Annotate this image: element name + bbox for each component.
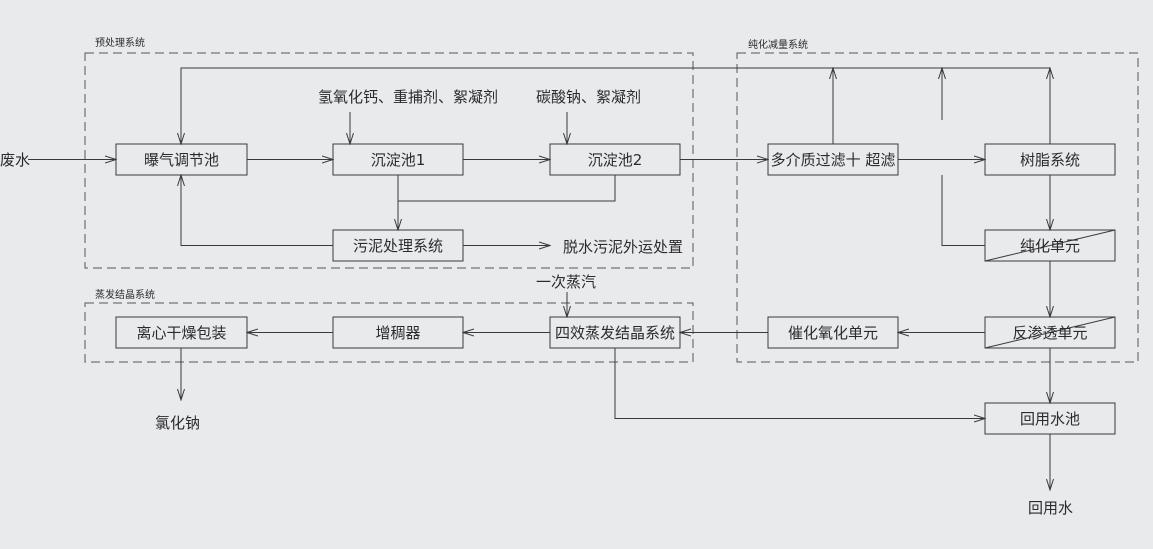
evaporation-crystallizer: 四效蒸发结晶系统: [549, 316, 681, 349]
filtration-unit: 多介质过滤十 超滤: [767, 143, 899, 176]
pretreatment-system-label: 预处理系统: [95, 36, 145, 49]
primary-steam-label: 一次蒸汽: [536, 273, 596, 291]
pretreatment-system-boundary: [84, 52, 694, 269]
settling-tank-1-label: 沉淀池1: [371, 151, 426, 169]
wastewater-label: 废水: [0, 151, 30, 169]
purification-unit-diagonal: [984, 229, 1116, 262]
evaporation-system-label: 蒸发结晶系统: [95, 288, 155, 301]
purification-system-label: 纯化减量系统: [748, 38, 808, 51]
settling-tank-2-label: 沉淀池2: [588, 151, 643, 169]
resin-system: 树脂系统: [984, 143, 1116, 176]
catalytic-oxidation-label: 催化氧化单元: [788, 324, 878, 342]
aeration-tank: 曝气调节池: [115, 143, 248, 176]
settling-tank-2: 沉淀池2: [549, 143, 681, 176]
reverse-osmosis-label: 反渗透单元: [1012, 324, 1087, 342]
arrow-evaporator-to-reuse-pool: [614, 348, 985, 419]
reverse-osmosis-diagonal: [984, 316, 1116, 349]
centrifuge-packaging: 离心干燥包装: [115, 316, 248, 349]
purification-unit-label: 纯化单元: [1020, 237, 1080, 255]
arrow-recycle-to-aeration: [181, 67, 1050, 144]
chemicals-2-label: 碳酸钠、絮凝剂: [536, 88, 641, 106]
aeration-tank-label: 曝气调节池: [144, 151, 219, 169]
evaporation-crystallizer-label: 四效蒸发结晶系统: [555, 324, 675, 342]
reverse-osmosis-unit: 反渗透单元: [984, 316, 1116, 349]
settling-tank-1: 沉淀池1: [332, 143, 464, 176]
sludge-treatment-system: 污泥处理系统: [332, 229, 464, 262]
arrow-sludge-return-to-aeration: [181, 175, 333, 246]
chemicals-1-label: 氢氧化钙、重捕剂、絮凝剂: [318, 88, 498, 106]
catalytic-oxidation-unit: 催化氧化单元: [767, 316, 899, 349]
thickener: 增稠器: [332, 316, 464, 349]
centrifuge-packaging-label: 离心干燥包装: [136, 324, 226, 342]
reuse-water-label: 回用水: [1028, 499, 1073, 517]
purification-system-boundary: [736, 52, 1139, 363]
purification-unit: 纯化单元: [984, 229, 1116, 262]
sodium-chloride-label: 氯化钠: [155, 414, 200, 432]
resin-system-label: 树脂系统: [1020, 151, 1080, 169]
line-settling2-to-sludge: [398, 175, 616, 202]
line-to-purification-unit: [941, 175, 985, 246]
thickener-label: 增稠器: [375, 324, 420, 342]
reuse-water-pool: 回用水池: [984, 402, 1116, 435]
sludge-disposal-label: 脱水污泥外运处置: [563, 238, 683, 256]
reuse-water-pool-label: 回用水池: [1020, 410, 1080, 428]
filtration-unit-label: 多介质过滤十 超滤: [771, 151, 896, 169]
sludge-treatment-label: 污泥处理系统: [353, 237, 443, 255]
